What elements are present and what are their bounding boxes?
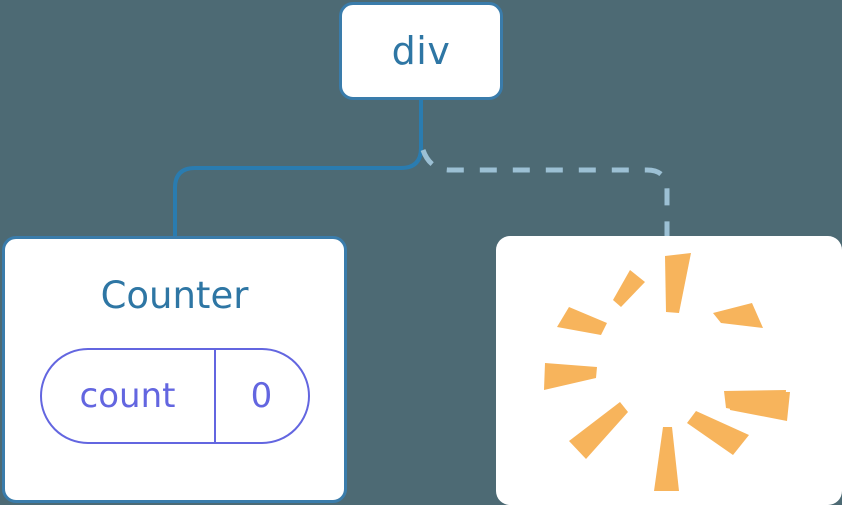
burst-ray-9 — [728, 392, 790, 421]
burst-ray-6 — [687, 411, 749, 455]
node-counter[interactable]: Counter count 0 — [2, 236, 347, 503]
burst-ray-8 — [654, 427, 679, 491]
burst-ray-0 — [665, 253, 691, 313]
burst-ray-7 — [569, 402, 628, 459]
burst-ray-5 — [544, 363, 597, 390]
burst-ray-1 — [613, 270, 645, 307]
state-pill-value: 0 — [213, 350, 308, 442]
node-suspense[interactable] — [496, 236, 842, 505]
node-div[interactable]: div — [339, 2, 503, 100]
edge-div-to-counter — [173, 98, 423, 240]
state-pill-count[interactable]: count 0 — [39, 348, 310, 444]
loading-burst-icon — [544, 253, 790, 491]
burst-ray-3 — [557, 307, 607, 335]
state-pill-key: count — [79, 376, 176, 416]
node-counter-label: Counter — [100, 274, 249, 317]
burst-ray-2 — [713, 303, 763, 328]
node-div-label: div — [391, 29, 451, 73]
edge-div-to-suspense — [420, 149, 670, 240]
